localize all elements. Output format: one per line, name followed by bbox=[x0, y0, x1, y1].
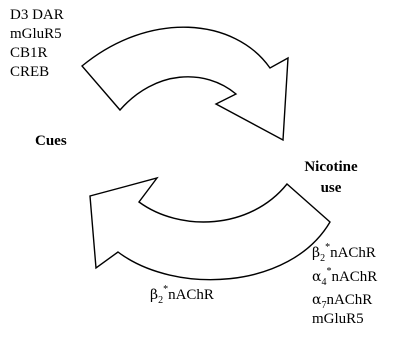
list-item: CREB bbox=[10, 64, 50, 80]
nicotine-use-line2: use bbox=[320, 180, 342, 196]
subscript: 7 bbox=[321, 300, 327, 311]
bottom-right-receptor-list: β2*nAChR α4*nAChR α7nAChR mGluR5 bbox=[312, 241, 377, 328]
receptor-text: nAChR bbox=[168, 287, 214, 303]
superscript: * bbox=[163, 284, 169, 295]
list-item: α4*nAChR bbox=[312, 265, 377, 289]
lower-curved-arrow bbox=[89, 176, 331, 281]
top-left-receptor-list: D3 DAR mGluR5 CB1R CREB bbox=[10, 6, 64, 82]
greek-letter: α bbox=[312, 292, 322, 308]
superscript: * bbox=[325, 242, 331, 253]
subscript: 4 bbox=[321, 277, 327, 288]
subscript: 2 bbox=[320, 253, 326, 264]
list-item: mGluR5 bbox=[10, 26, 62, 42]
receptor-text: nAChR bbox=[326, 292, 373, 308]
greek-letter: α bbox=[312, 269, 322, 285]
greek-letter: β bbox=[150, 287, 159, 303]
list-item: CB1R bbox=[10, 45, 48, 61]
nicotine-use-line1: Nicotine bbox=[304, 159, 358, 175]
nicotine-use-label: Nicotine use bbox=[290, 158, 372, 198]
greek-letter: β bbox=[312, 245, 321, 261]
cues-label: Cues bbox=[35, 133, 67, 149]
upper-curved-arrow bbox=[81, 26, 289, 142]
receptor-text: nAChR bbox=[330, 245, 376, 261]
subscript: 2 bbox=[158, 295, 164, 306]
superscript: * bbox=[326, 266, 332, 277]
list-item: β2*nAChR bbox=[312, 241, 377, 265]
list-item: D3 DAR bbox=[10, 7, 64, 23]
receptor-text: nAChR bbox=[331, 269, 378, 285]
bottom-center-receptor-label: β2*nAChR bbox=[150, 284, 214, 306]
list-item: mGluR5 bbox=[312, 311, 364, 327]
list-item: α7nAChR bbox=[312, 289, 377, 311]
